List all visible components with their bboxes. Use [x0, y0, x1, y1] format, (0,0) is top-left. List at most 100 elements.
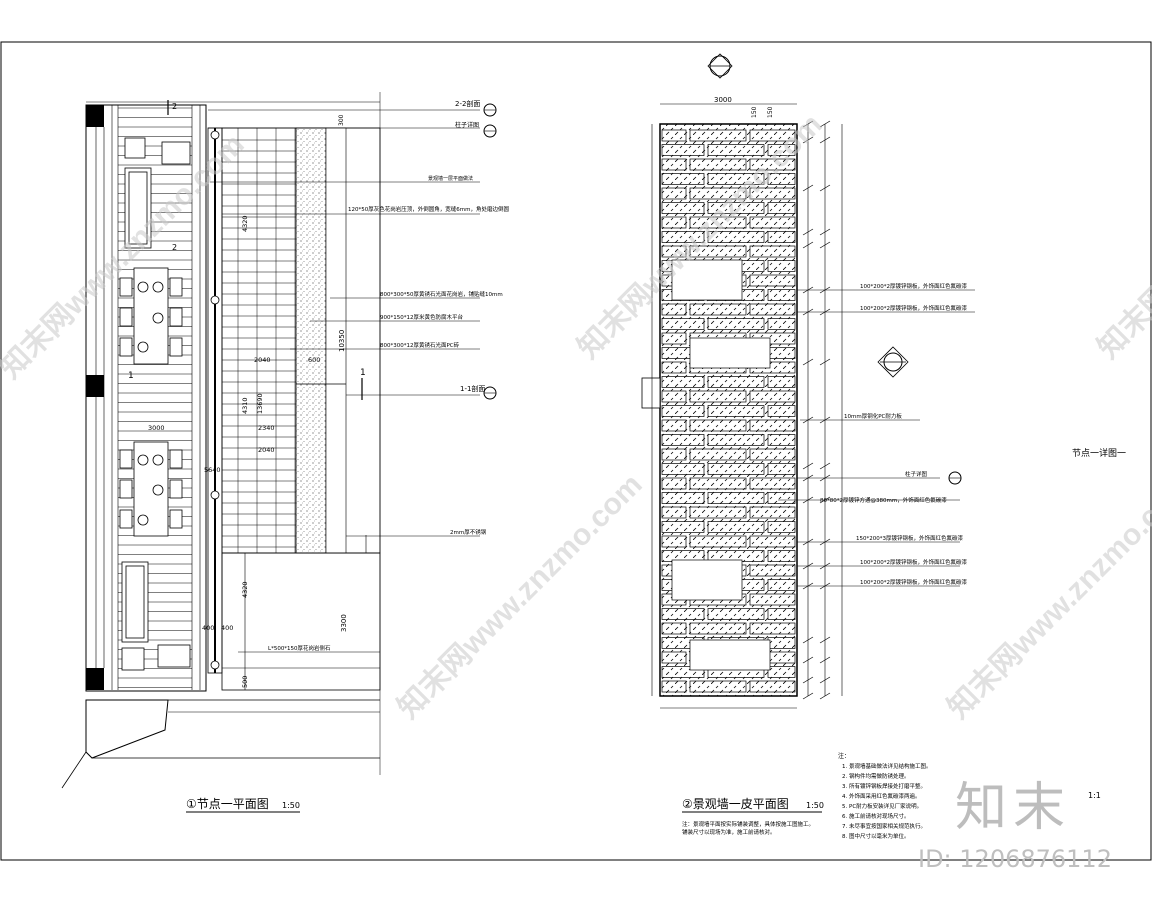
col-detail-label: 柱子详图: [455, 121, 479, 129]
wall-cell: [661, 231, 705, 243]
dim-tick: [802, 358, 814, 366]
furniture-sofa: [124, 137, 191, 249]
wall-cell: [767, 550, 796, 562]
dim: 2340: [258, 424, 275, 432]
notes-line: 7. 未尽事宜按国家相关规范执行。: [842, 822, 926, 830]
note-b: 800*300*50厚黄锈石光面花岗岩，铺贴缝10mm: [380, 290, 503, 298]
plan-right: 100*200*2厚镀锌钢板，外饰面红色氟碳漆 100*200*2厚镀锌钢板，外…: [641, 53, 975, 836]
wall-cell: [749, 680, 796, 693]
wall-cell: [749, 506, 796, 519]
dim-tick: [802, 462, 814, 470]
watermark: 知末网www.znzmo.com: [942, 468, 1152, 725]
notes-line: 8. 图中尺寸以毫米为单位。: [842, 832, 910, 840]
wall-cell: [689, 216, 747, 229]
dim-tick: [802, 676, 814, 684]
watermark-layer: 知末网www.znzmo.com 知末网www.znzmo.com 知末网www…: [0, 108, 1152, 725]
label-3: 10mm厚钢化PC耐力板: [844, 412, 902, 420]
dim-tick: [819, 656, 831, 664]
dim: 400: [202, 624, 214, 632]
dim: 150: [767, 106, 774, 118]
wall-cell: [707, 608, 765, 620]
dim: 300: [338, 114, 345, 126]
wall-cell: [707, 434, 765, 446]
wall-cell: [767, 318, 796, 330]
wall-cell: [767, 405, 796, 417]
sheet-border: [0, 41, 1152, 861]
label-1: 100*200*2厚镀锌钢板，外饰面红色氟碳漆: [860, 282, 967, 290]
wall-cell: [661, 463, 705, 475]
wall-cell: [661, 477, 687, 490]
note-under-2: 铺装尺寸以现场为准，施工前请核对。: [682, 828, 776, 836]
dim-tick: [819, 184, 831, 192]
wall-cell: [767, 260, 796, 272]
wall-cell: [707, 492, 765, 504]
wall-cell: [749, 535, 796, 548]
wall-cell: [661, 506, 687, 519]
wall-cell: [707, 202, 765, 214]
note-a: 120*50厚灰色花岗岩压顶，外倒圆角，宽缝6mm，角处磨边倒圆: [348, 205, 509, 213]
wall-cell: [707, 376, 765, 388]
dim: 4320: [241, 581, 249, 598]
notes-line: 6. 施工前请核对现场尺寸。: [842, 812, 910, 820]
wall-cell: [767, 492, 796, 504]
wall-opening: [689, 337, 771, 369]
wall-cell: [767, 376, 796, 388]
wall-cell: [749, 245, 796, 258]
wall-cell: [661, 492, 705, 504]
wall-cell: [661, 144, 705, 156]
dim-tick: [819, 462, 831, 470]
post-marker: [210, 490, 220, 500]
wall-cell: [661, 216, 687, 229]
wall-cell: [707, 318, 765, 330]
wall-cell: [689, 477, 747, 490]
wall-cell: [661, 245, 687, 258]
wall-cell: [661, 405, 705, 417]
dim: 13690: [256, 393, 264, 414]
dim: 10350: [338, 330, 346, 352]
column-block: [86, 668, 104, 690]
label-edge: 景观墙一层平面做法: [428, 175, 473, 182]
wall-cell: [689, 158, 747, 171]
dim: 1: [128, 371, 134, 381]
column-block: [86, 105, 104, 127]
dim: 500: [241, 676, 249, 688]
wall-cell: [707, 405, 765, 417]
wall-cell: [749, 129, 796, 142]
wall-cell: [767, 289, 796, 301]
furniture-sofa-2: [121, 561, 191, 671]
wall-cell: [661, 666, 705, 678]
wall-cell: [749, 419, 796, 432]
wall-cell: [661, 434, 705, 446]
dim-tick: [819, 358, 831, 366]
wall-cell: [689, 535, 747, 548]
post-marker: [210, 295, 220, 305]
dim-tick: [819, 136, 831, 144]
wall-cell: [749, 477, 796, 490]
plan-left: 2-2剖面 柱子详图 景观墙一层平面做法 120*50厚灰色花岗岩压顶，外倒圆角…: [61, 92, 509, 813]
wall-cell: [767, 231, 796, 243]
dim-tick: [802, 228, 814, 236]
label-6: 150*200*3厚镀锌钢板，外饰面红色氟碳漆: [856, 534, 963, 542]
dim-tick: [819, 692, 831, 700]
wall-cell: [767, 434, 796, 446]
watermark: 知末网www.znzmo.com: [1092, 108, 1152, 365]
label-7: 100*200*2厚镀锌钢板，外饰面红色氟碳漆: [860, 558, 967, 566]
wall-cell: [707, 231, 765, 243]
dim: 2: [172, 243, 177, 252]
wall-cell: [661, 129, 687, 142]
dim-tick: [819, 636, 831, 644]
dim-tick: [819, 120, 831, 128]
wall-cell: [767, 202, 796, 214]
dim: 2040: [258, 446, 275, 454]
wall-cell: [689, 303, 747, 316]
wall-cell: [689, 390, 747, 403]
plan-right-scale: 1:50: [806, 801, 824, 810]
dim-tick: [802, 120, 814, 128]
dim: 2: [172, 102, 177, 111]
dim-tick: [802, 656, 814, 664]
label-4: 柱子详图: [905, 470, 928, 478]
dim: 3000: [148, 424, 165, 432]
direction-symbol-top: [707, 53, 733, 79]
entry-ramp: [85, 699, 169, 759]
